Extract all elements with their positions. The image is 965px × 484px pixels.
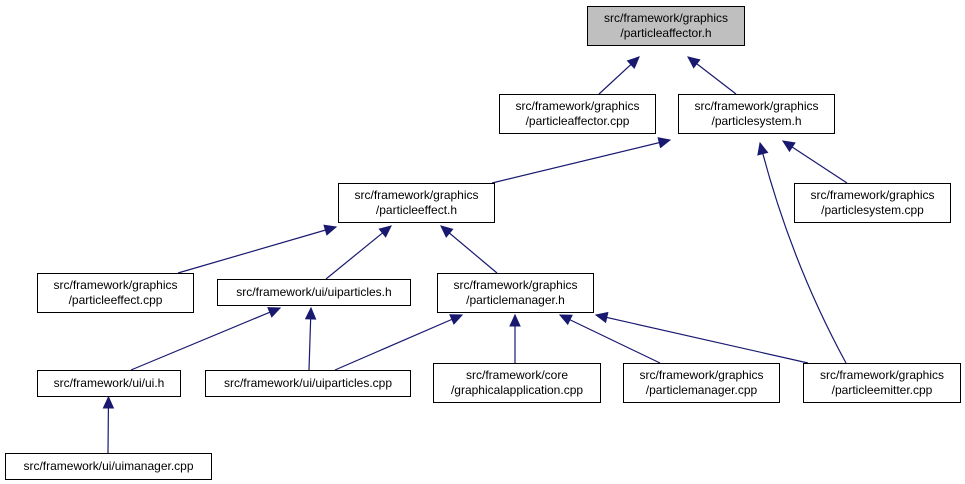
node-label-line: src/framework/graphics: [604, 11, 728, 25]
edge-particlesystem-h-to-particleeffect-h: [491, 137, 672, 184]
edge-particlemanager-h-to-particleemitter-cpp: [594, 311, 809, 364]
arrowhead-icon: [323, 224, 338, 236]
node-particleeffect-cpp[interactable]: src/framework/graphics/particleeffect.cp…: [37, 273, 194, 313]
node-box: [205, 370, 411, 397]
arrowhead-icon: [657, 137, 672, 149]
node-box: [678, 94, 835, 134]
node-label-line: /particlemanager.h: [466, 293, 565, 307]
node-box: [794, 183, 951, 223]
node-box: [587, 6, 745, 46]
arrowhead-icon: [304, 306, 317, 320]
edge-line: [491, 139, 671, 184]
node-label-line: src/framework/graphics: [453, 278, 577, 292]
node-label-line: /particleaffector.h: [620, 26, 711, 40]
arrowhead-icon: [509, 313, 521, 327]
node-ui-h[interactable]: src/framework/ui/ui.h: [37, 370, 181, 397]
node-label-line: src/framework/graphics: [53, 278, 177, 292]
edge-particlesystem-h-to-particleemitter-cpp: [757, 141, 847, 364]
arrowhead-icon: [440, 225, 454, 238]
node-box: [338, 183, 495, 223]
arrowhead-icon: [781, 140, 796, 153]
edge-ui-h-to-uimanager-cpp: [102, 395, 115, 454]
node-box: [433, 363, 601, 403]
node-box: [803, 363, 961, 403]
node-particlesystem-h[interactable]: src/framework/graphics/particlesystem.h: [678, 94, 835, 134]
edge-particlemanager-h-to-uiparticles-cpp: [334, 314, 464, 371]
node-label-line: src/framework/graphics: [515, 99, 639, 113]
node-particlemanager-h[interactable]: src/framework/graphics/particlemanager.h: [437, 273, 594, 313]
node-label-line: src/framework/core: [466, 368, 568, 382]
arrowhead-icon: [594, 311, 609, 324]
arrowhead-icon: [267, 307, 282, 318]
node-particleeffect-h[interactable]: src/framework/graphics/particleeffect.h: [338, 183, 495, 223]
arrowhead-icon: [757, 141, 769, 156]
node-label-line: src/framework/ui/uiparticles.cpp: [224, 376, 392, 390]
node-label-line: src/framework/graphics: [694, 99, 818, 113]
node-label-line: /particlemanager.cpp: [646, 383, 758, 397]
node-label-line: src/framework/graphics: [639, 368, 763, 382]
edge-line: [325, 225, 392, 280]
edge-line: [595, 314, 809, 364]
node-uiparticles-cpp[interactable]: src/framework/ui/uiparticles.cpp: [205, 370, 411, 397]
arrowhead-icon: [687, 56, 701, 69]
node-graphicalapplication-cpp[interactable]: src/framework/core/graphicalapplication.…: [433, 363, 601, 403]
edge-particlemanager-h-to-graphicalapplication-cpp: [509, 313, 521, 363]
node-label-line: src/framework/ui/uimanager.cpp: [23, 459, 193, 473]
node-uimanager-cpp[interactable]: src/framework/ui/uimanager.cpp: [5, 453, 212, 480]
node-label-line: src/framework/graphics: [810, 188, 934, 202]
node-box: [623, 363, 780, 403]
node-box: [5, 453, 212, 480]
node-box: [217, 279, 411, 306]
arrowhead-icon: [102, 395, 115, 409]
edge-line: [440, 225, 498, 274]
edge-particleeffect-h-to-particleeffect-cpp: [177, 224, 338, 274]
edges-layer: [102, 56, 848, 454]
node-box: [37, 370, 181, 397]
node-particlesystem-cpp[interactable]: src/framework/graphics/particlesystem.cp…: [794, 183, 951, 223]
node-uiparticles-h[interactable]: src/framework/ui/uiparticles.h: [217, 279, 411, 306]
node-particleaffector-cpp[interactable]: src/framework/graphics/particleaffector.…: [499, 94, 656, 134]
edge-line: [559, 314, 661, 364]
edge-line: [334, 314, 463, 371]
edge-particleaffector-h-to-particlesystem-h: [687, 56, 737, 95]
edge-line: [177, 226, 337, 274]
node-label-line: /particlesystem.cpp: [821, 203, 924, 217]
edge-line: [759, 142, 847, 364]
node-label-line: src/framework/graphics: [820, 368, 944, 382]
node-particleaffector-h[interactable]: src/framework/graphics/particleaffector.…: [587, 6, 745, 46]
node-box: [499, 94, 656, 134]
edge-particleeffect-h-to-uiparticles-h: [325, 225, 392, 280]
node-label-line: src/framework/graphics: [354, 188, 478, 202]
node-label-line: src/framework/ui/uiparticles.h: [236, 285, 391, 299]
node-label-line: /particleaffector.cpp: [526, 114, 630, 128]
edge-line: [130, 307, 281, 371]
edge-particleeffect-h-to-particlemanager-h: [440, 225, 498, 274]
arrowhead-icon: [378, 225, 392, 238]
node-label-line: /graphicalapplication.cpp: [451, 383, 583, 397]
arrowhead-icon: [626, 56, 640, 70]
arrowhead-icon: [449, 314, 464, 325]
node-box: [437, 273, 594, 313]
node-label-line: /particlesystem.h: [711, 114, 801, 128]
node-label-line: /particleeffect.h: [376, 203, 457, 217]
node-label-line: /particleemitter.cpp: [832, 383, 933, 397]
edge-line: [782, 140, 848, 184]
edge-particleaffector-h-to-particleaffector-cpp: [598, 56, 640, 95]
node-box: [37, 273, 194, 313]
edge-uiparticles-h-to-uiparticles-cpp: [304, 306, 317, 371]
node-particleemitter-cpp[interactable]: src/framework/graphics/particleemitter.c…: [803, 363, 961, 403]
edge-particlemanager-h-to-particlemanager-cpp: [558, 314, 661, 364]
node-label-line: /particleeffect.cpp: [69, 293, 163, 307]
nodes-layer: src/framework/graphics/particleaffector.…: [5, 6, 961, 480]
node-particlemanager-cpp[interactable]: src/framework/graphics/particlemanager.c…: [623, 363, 780, 403]
edge-uiparticles-h-to-ui-h: [130, 307, 282, 371]
arrowhead-icon: [558, 314, 573, 326]
edge-particlesystem-h-to-particlesystem-cpp: [781, 140, 848, 184]
node-label-line: src/framework/ui/ui.h: [54, 376, 165, 390]
